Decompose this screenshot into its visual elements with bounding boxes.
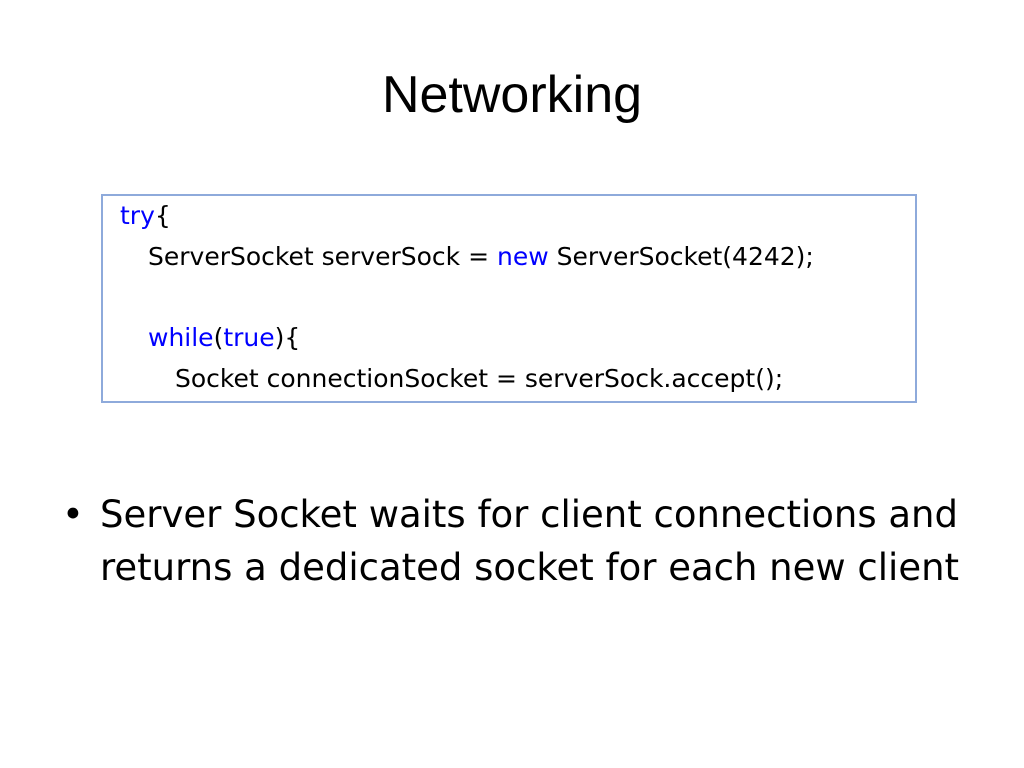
- code-text: ServerSocket serverSock =: [148, 242, 497, 271]
- code-line-2: ServerSocket serverSock = new ServerSock…: [148, 241, 814, 273]
- bullet-item: • Server Socket waits for client connect…: [62, 488, 992, 594]
- keyword-while: while: [148, 323, 214, 352]
- bullet-list: • Server Socket waits for client connect…: [62, 488, 992, 594]
- code-text: {: [154, 201, 171, 230]
- bullet-marker: •: [62, 493, 84, 536]
- code-snippet-box: try{ ServerSocket serverSock = new Serve…: [101, 194, 917, 403]
- code-line-4: Socket connectionSocket = serverSock.acc…: [175, 363, 783, 395]
- code-text: ServerSocket(4242);: [548, 242, 814, 271]
- bullet-text: Server Socket waits for client connectio…: [100, 493, 960, 589]
- code-line-3: while(true){: [148, 322, 300, 354]
- slide-title: Networking: [381, 66, 643, 124]
- keyword-new: new: [496, 242, 549, 271]
- code-text: ){: [274, 323, 301, 352]
- code-line-1: try{: [120, 200, 171, 232]
- keyword-true: true: [223, 323, 275, 352]
- code-text: Socket connectionSocket = serverSock.acc…: [175, 364, 784, 393]
- code-text: (: [213, 323, 224, 352]
- keyword-try: try: [120, 201, 155, 230]
